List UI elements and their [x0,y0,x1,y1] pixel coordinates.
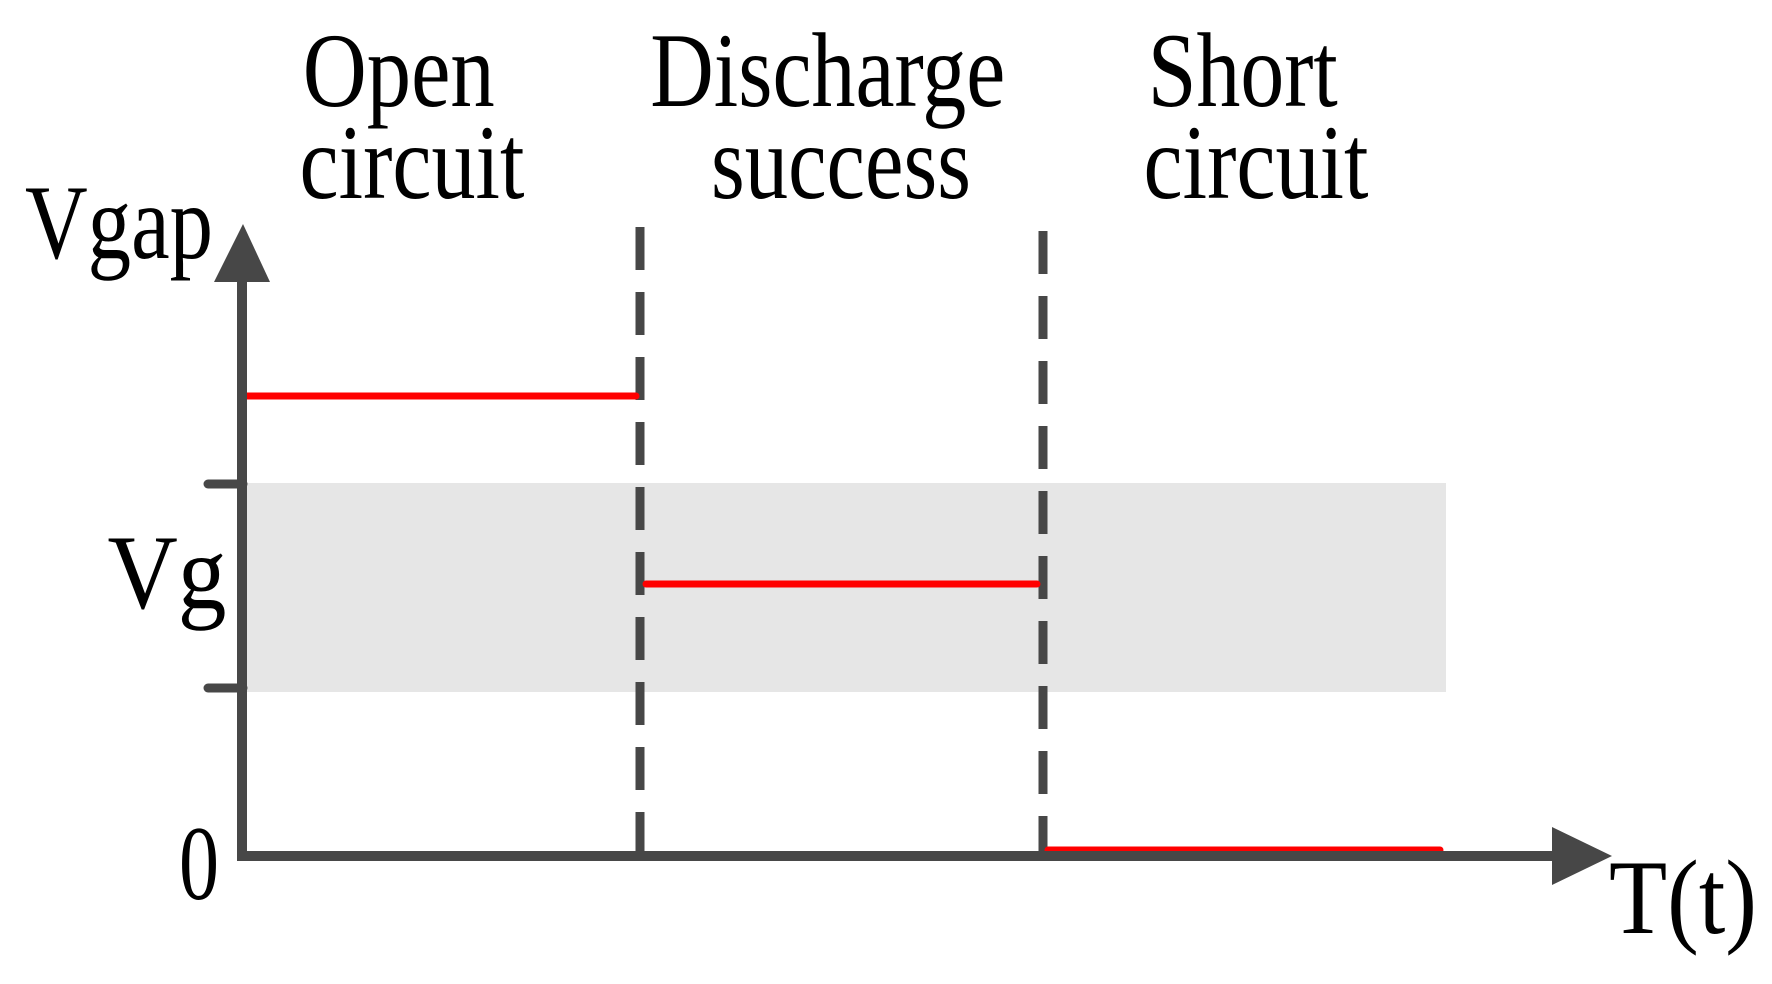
y-axis-label: Vgap [25,164,213,281]
region-label-open-circuit: Open circuit [300,12,525,221]
x-axis-label: T(t) [1609,839,1757,956]
region-label-short-circuit-line2: circuit [1144,104,1369,221]
region-label-open-circuit-line1: Open [303,12,495,129]
region-label-discharge-success-line1: Discharge [650,12,1005,129]
region-label-short-circuit-line1: Short [1148,12,1338,129]
region-label-discharge-success: Discharge success [650,12,1032,221]
region-label-discharge-success-line2: success [711,104,971,221]
y-axis-arrowhead-icon [214,224,270,282]
region-label-short-circuit: Short circuit [1144,12,1369,221]
x-axis-arrowhead-icon [1552,827,1612,885]
vg-tick-label: Vg [108,514,227,631]
origin-label: 0 [179,805,219,922]
region-label-open-circuit-line2: circuit [300,104,525,221]
